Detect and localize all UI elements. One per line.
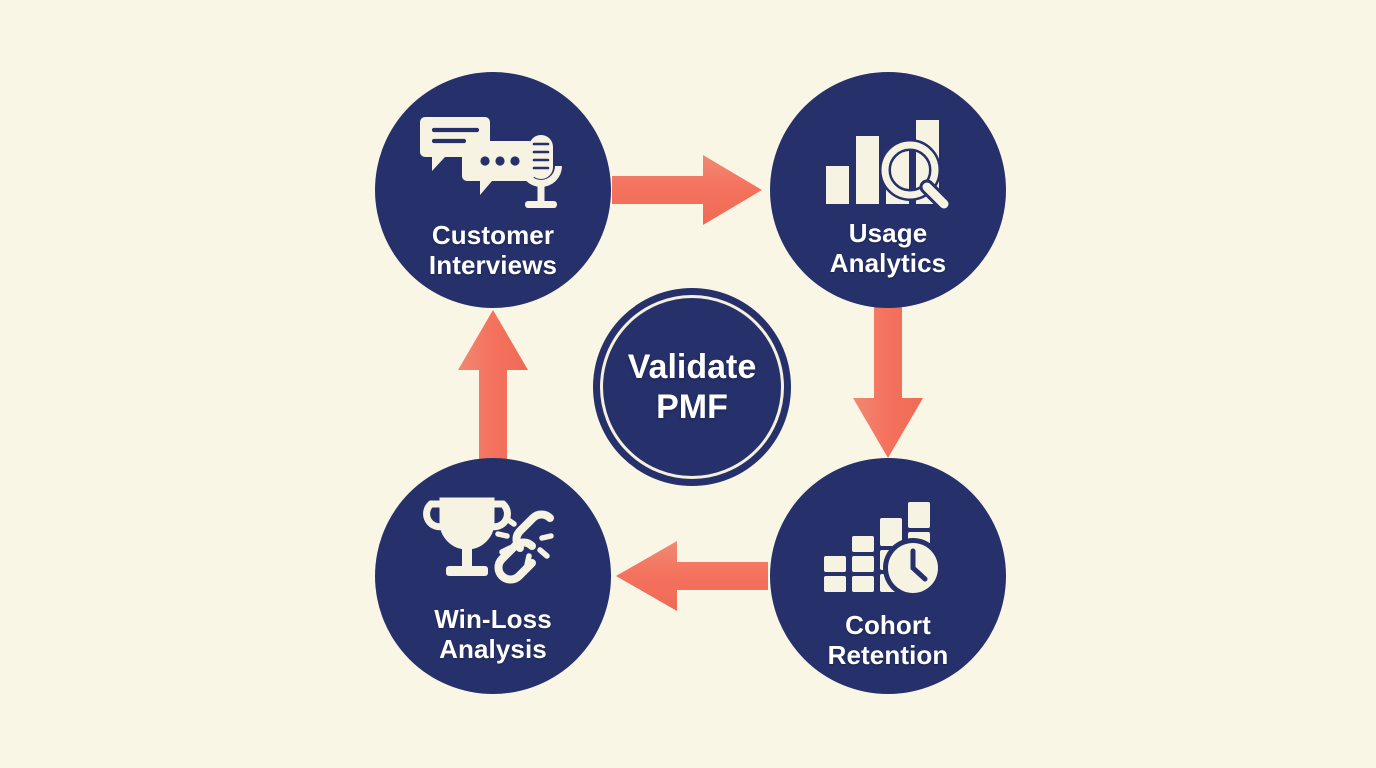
arrow-cohort-retention-to-win-loss-analysis — [616, 541, 768, 611]
node-cohort-retention[interactable]: Cohort Retention — [770, 458, 1006, 694]
node-label-usage-analytics: Usage Analytics — [829, 218, 947, 279]
arrow-customer-interviews-to-usage-analytics — [612, 155, 762, 225]
arrow-win-loss-analysis-to-customer-interviews — [458, 310, 528, 462]
center-hub-validate-pmf[interactable]: Validate PMF — [593, 288, 791, 486]
speech-bubbles-microphone-icon — [375, 110, 611, 218]
node-label-customer-interviews: Customer Interviews — [428, 220, 558, 281]
node-label-win-loss-analysis: Win-Loss Analysis — [434, 604, 552, 665]
center-hub-label: Validate PMF — [627, 347, 757, 426]
node-usage-analytics[interactable]: Usage Analytics — [770, 72, 1006, 308]
node-win-loss-analysis[interactable]: Win-Loss Analysis — [375, 458, 611, 694]
trophy-broken-chain-icon — [375, 492, 611, 600]
stacked-bars-clock-icon — [770, 498, 1006, 602]
node-customer-interviews[interactable]: Customer Interviews — [375, 72, 611, 308]
node-label-cohort-retention: Cohort Retention — [827, 610, 949, 671]
arrow-usage-analytics-to-cohort-retention — [853, 306, 923, 458]
bar-chart-magnifier-icon — [770, 112, 1006, 212]
